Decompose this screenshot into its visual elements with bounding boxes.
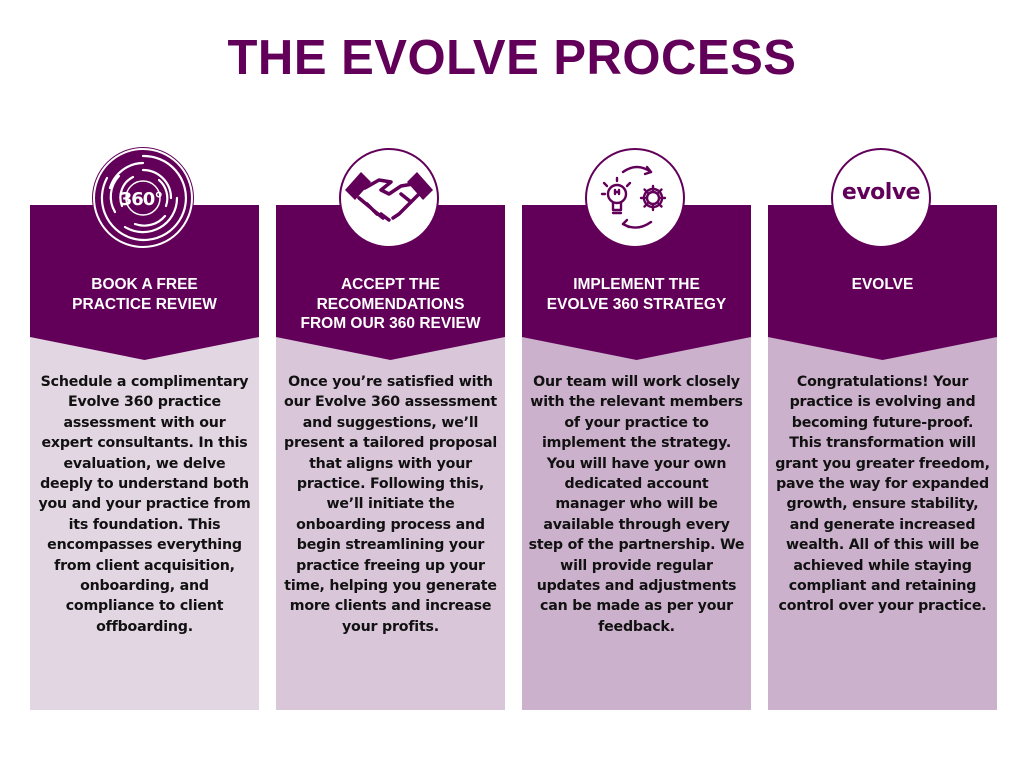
step-card-implement-strategy: IMPLEMENT THE EVOLVE 360 STRATEGY Our te… (522, 148, 751, 710)
step-description: Congratulations! Your practice is evolvi… (775, 374, 990, 615)
step-card-evolve: evolve EVOLVE Congratulations! Your prac… (768, 148, 997, 710)
360-degree-icon: 360° (93, 148, 193, 248)
step-description: Our team will work closely with the rele… (528, 374, 745, 635)
evolve-logo-icon: evolve (831, 148, 931, 248)
svg-text:360°: 360° (120, 189, 163, 210)
step-description: Once you’re satisfied with our Evolve 36… (283, 374, 497, 635)
step-heading: ACCEPT THE RECOMENDATIONS FROM OUR 360 R… (300, 276, 481, 332)
lightbulb-gear-cycle-icon (585, 148, 685, 248)
evolve-logo-text: evolve (841, 180, 921, 205)
step-heading: EVOLVE (851, 276, 914, 293)
step-heading: IMPLEMENT THE EVOLVE 360 STRATEGY (546, 276, 727, 313)
handshake-icon (339, 148, 439, 248)
step-description: Schedule a complimentary Evolve 360 prac… (38, 374, 251, 635)
page-title: THE EVOLVE PROCESS (227, 31, 797, 85)
step-heading: BOOK A FREE PRACTICE REVIEW (72, 276, 217, 313)
step-card-accept-recommendations: ACCEPT THE RECOMENDATIONS FROM OUR 360 R… (276, 148, 505, 710)
step-card-book-review: 360° BOOK A FREE PRACTICE REVIEW Schedul… (30, 148, 259, 710)
